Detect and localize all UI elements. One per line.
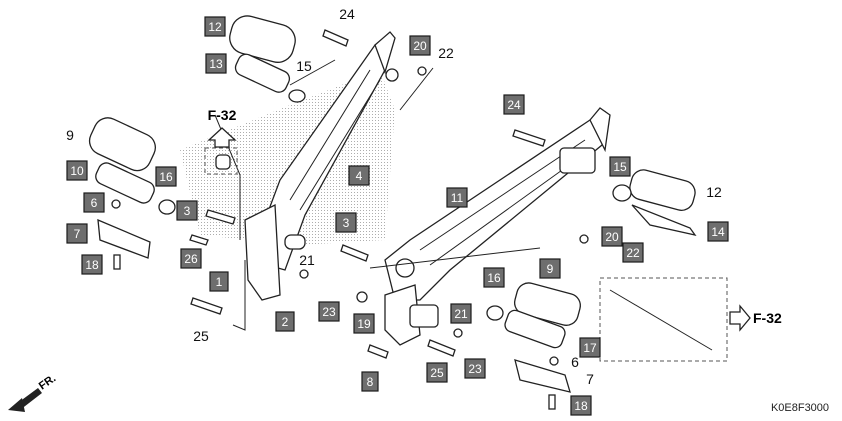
svg-text:23: 23 — [468, 362, 482, 376]
callout-20[interactable]: 20 — [409, 35, 431, 56]
right-arrow-icon — [729, 304, 751, 332]
svg-text:24: 24 — [507, 98, 521, 112]
svg-text:15: 15 — [613, 160, 627, 174]
dashed-nut-box — [204, 147, 238, 175]
svg-text:25: 25 — [430, 366, 444, 380]
callout-15[interactable]: 15 — [609, 156, 631, 177]
callout-25-plain[interactable]: 25 — [193, 328, 209, 344]
callout-6[interactable]: 6 — [83, 192, 105, 213]
svg-text:20: 20 — [413, 39, 427, 53]
footpeg-left — [95, 162, 155, 204]
callout-12-plain[interactable]: 12 — [706, 184, 722, 200]
svg-text:21: 21 — [454, 307, 468, 321]
svg-text:19: 19 — [357, 317, 371, 331]
callout-24-plain[interactable]: 24 — [339, 6, 355, 22]
callout-12[interactable]: 12 — [204, 16, 226, 37]
front-label: FR. — [37, 372, 58, 392]
callout-9[interactable]: 9 — [539, 258, 561, 279]
callout-22-plain[interactable]: 22 — [438, 45, 454, 61]
callout-13[interactable]: 13 — [205, 53, 227, 74]
svg-text:13: 13 — [209, 57, 223, 71]
callout-18b[interactable]: 18 — [570, 395, 592, 416]
svg-text:7: 7 — [74, 227, 81, 241]
small-parts — [111, 29, 713, 410]
callout-21[interactable]: 21 — [450, 303, 472, 324]
callout-7-plain[interactable]: 7 — [586, 371, 594, 387]
svg-text:8: 8 — [367, 375, 374, 389]
callout-23[interactable]: 23 — [318, 301, 340, 322]
svg-text:14: 14 — [711, 225, 725, 239]
svg-text:18: 18 — [574, 399, 588, 413]
callout-24[interactable]: 24 — [503, 94, 525, 115]
footpeg-rubber-left — [88, 117, 156, 172]
callout-23b[interactable]: 23 — [464, 358, 486, 379]
svg-text:6: 6 — [91, 196, 98, 210]
callout-26[interactable]: 26 — [180, 248, 202, 269]
svg-text:26: 26 — [184, 252, 198, 266]
callout-1[interactable]: 1 — [209, 271, 229, 292]
svg-text:4: 4 — [356, 169, 363, 183]
svg-text:10: 10 — [70, 164, 84, 178]
callout-18[interactable]: 18 — [81, 254, 103, 275]
svg-text:3: 3 — [184, 204, 191, 218]
footpeg-rubber-right — [513, 282, 581, 326]
footpeg-cover-right — [514, 359, 571, 393]
svg-text:22: 22 — [626, 246, 640, 260]
svg-text:23: 23 — [322, 305, 336, 319]
callout-11[interactable]: 11 — [446, 187, 468, 208]
ref-f32-top[interactable]: F-32 — [208, 107, 237, 123]
svg-text:2: 2 — [282, 315, 289, 329]
callout-15-plain[interactable]: 15 — [296, 58, 312, 74]
callout-4[interactable]: 4 — [348, 165, 370, 186]
callout-25[interactable]: 25 — [426, 362, 448, 383]
callout-3b[interactable]: 3 — [335, 212, 357, 233]
left-stay — [244, 31, 399, 301]
callout-2[interactable]: 2 — [275, 311, 295, 332]
svg-text:1: 1 — [216, 275, 223, 289]
svg-text:12: 12 — [208, 20, 222, 34]
callout-19[interactable]: 19 — [353, 313, 375, 334]
callout-7[interactable]: 7 — [66, 223, 88, 244]
callout-22[interactable]: 22 — [622, 242, 644, 263]
callout-16b[interactable]: 16 — [483, 267, 505, 288]
up-arrow-icon — [207, 127, 237, 148]
callout-17[interactable]: 17 — [579, 337, 601, 358]
callout-3[interactable]: 3 — [176, 200, 198, 221]
right-stay — [384, 107, 611, 346]
callout-20b[interactable]: 20 — [601, 226, 623, 247]
callout-21-plain[interactable]: 21 — [299, 252, 315, 268]
ref-f32-right[interactable]: F-32 — [753, 310, 782, 326]
footpeg-rubber-top — [229, 15, 296, 63]
svg-text:16: 16 — [159, 170, 173, 184]
svg-text:9: 9 — [547, 262, 554, 276]
svg-text:11: 11 — [451, 191, 464, 205]
callout-14[interactable]: 14 — [707, 221, 729, 242]
svg-text:16: 16 — [487, 271, 501, 285]
dashed-bolt-box — [599, 277, 728, 362]
svg-text:3: 3 — [343, 216, 350, 230]
footpeg-top — [234, 53, 291, 93]
footpeg-right — [504, 309, 566, 349]
callout-8[interactable]: 8 — [361, 371, 379, 392]
callout-6-plain[interactable]: 6 — [571, 354, 579, 370]
footpeg-rubber-right-top — [629, 169, 696, 211]
diagram-code: K0E8F3000 — [771, 402, 829, 414]
svg-text:17: 17 — [583, 341, 597, 355]
callout-9-plain[interactable]: 9 — [66, 127, 74, 143]
footpeg-right-top — [631, 204, 697, 237]
footpeg-cover-left — [97, 218, 151, 259]
front-direction-arrow: FR. — [8, 372, 58, 412]
svg-text:18: 18 — [85, 258, 99, 272]
svg-text:20: 20 — [605, 230, 619, 244]
callout-10[interactable]: 10 — [66, 160, 88, 181]
callout-16[interactable]: 16 — [155, 166, 177, 187]
